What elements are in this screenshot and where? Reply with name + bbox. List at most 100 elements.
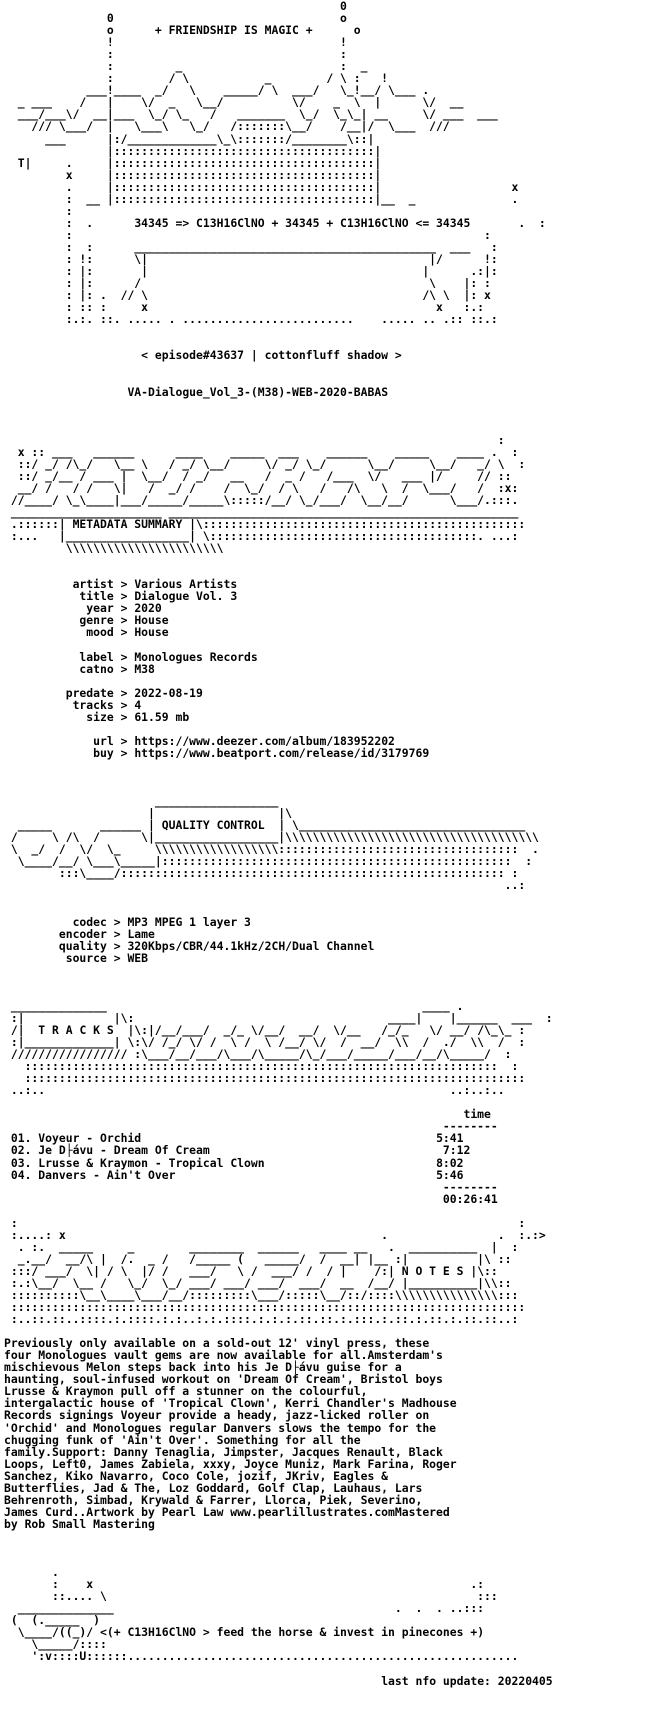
art-line: __/ / / / \| / _/ / / \_/ / \ / /\ \ / \…: [4, 480, 519, 495]
meta-row: genre > House: [4, 613, 169, 628]
art-line: [4, 904, 553, 916]
notes-line: haunting, soul-infused workout on 'Dream…: [4, 1372, 443, 1387]
art-line: [4, 964, 553, 976]
art-line: ::::::::::::::::::::::::::::::::::::::::…: [4, 1059, 519, 1074]
art-line: [4, 976, 553, 988]
art-line: 00:26:41: [4, 1193, 553, 1205]
formula-text: 34345 => C13H16ClNO + 34345 + C13H16ClNO…: [134, 215, 471, 230]
art-line: x |:::::::::::::::::::::::::::::::::::::…: [4, 167, 382, 182]
nfo-document: 0 0 o o + FRIENDSHIP IS MAGIC + o ! ! :: [4, 0, 553, 1687]
art-line: : :: [4, 47, 347, 62]
footer-line: \____/((_)/ <(+ C13H16ClNO > feed the ho…: [4, 1625, 485, 1640]
meta-buy: https://www.beatport.com/release/id/3179…: [134, 745, 430, 760]
art-line: [4, 361, 553, 373]
meta-catno: M38: [134, 661, 155, 676]
meta-artist: Various Artists: [134, 577, 238, 592]
art-line: [4, 638, 553, 650]
art-line: \ _/ / \/ \_ \\\\\\\\\\\\\\\\\\:::::::::…: [4, 842, 539, 857]
track-row: 02. Je D├ávu - Dream Of Cream 7:12: [4, 1144, 553, 1156]
art-line: ! !: [4, 35, 347, 50]
art-line: :..::.::..::::.:.::::.:.:..:.:.::::.:.:.…: [4, 1312, 519, 1327]
last-update: last nfo update: 20220405: [381, 1673, 553, 1688]
tracks-time-header: time: [463, 1107, 491, 1122]
track-1-name: Voyeur - Orchid: [38, 1131, 142, 1146]
art-line: : :: : x x :.:: [4, 300, 485, 315]
art-line: __________________: [4, 794, 279, 809]
meta-row: year > 2020: [4, 601, 162, 616]
art-line: : _ : _: [4, 59, 368, 74]
art-line: ':v::::U::::::..........................…: [4, 1649, 519, 1664]
art-line: < episode#43637 | cottonfluff shadow >: [4, 349, 553, 361]
art-line: ::.... \ :::: [4, 1589, 498, 1604]
art-line: : |: | | .:|:: [4, 264, 498, 279]
art-line: /// \___/ | \___\ \_/ /:::::::\__/ /__|/…: [4, 119, 450, 134]
art-line: : |: . // \ /\ \ |: x: [4, 288, 491, 303]
art-line: [4, 410, 553, 422]
art-line: ::/ _/__ / ___ | \__/ / _/ __ / _ / /___…: [4, 468, 512, 483]
meta-genre: House: [134, 613, 169, 628]
quality-row: quality > 320Kbps/CBR/44.1kHz/2CH/Dual C…: [4, 938, 375, 953]
art-line: : |: / \ |: :: [4, 276, 491, 291]
track-1-number: 01.: [10, 1131, 32, 1146]
art-line: [4, 759, 553, 771]
tracks-total: 00:26:41: [442, 1191, 498, 1206]
meta-label: Monologues Records: [134, 649, 258, 664]
footer-tagline: <(+ C13H16ClNO > feed the horse & invest…: [100, 1625, 485, 1640]
quality-source: WEB: [127, 950, 149, 965]
track-3-time: 8:02: [436, 1155, 464, 1170]
quality-encoder: Lame: [127, 926, 155, 941]
meta-size: 61.59 mb: [134, 709, 190, 724]
art-line: .: [4, 1565, 59, 1580]
art-line: .::::::| METADATA SUMMARY |\::::::::::::…: [4, 517, 526, 532]
art-line: :... |__________________| \:::::::::::::…: [4, 529, 519, 544]
art-line: _ ___ / | \/ _ \__/ \/ _ \ | \/ __: [4, 95, 464, 110]
art-line: [4, 422, 553, 434]
notes-line: mischievous Melon steps back into his Je…: [4, 1360, 402, 1375]
art-line: 0: [4, 0, 347, 13]
quality-quality: 320Kbps/CBR/44.1kHz/2CH/Dual Channel: [127, 938, 375, 953]
art-line: : / \ _ / \ : !: [4, 71, 389, 86]
notes-line: 'Orchid' and Monologues regular Danvers …: [4, 1420, 437, 1435]
art-line: o + FRIENDSHIP IS MAGIC + o: [4, 23, 361, 38]
release-name: VA-Dialogue_Vol_3-(M38)-WEB-2020-BABAS: [127, 384, 389, 399]
track-4-name: Danvers - Ain't Over: [38, 1167, 176, 1182]
art-line: |::::::::::::::::::::::::::::::::::::::|: [4, 143, 382, 158]
art-line: :....: x . . :.:>: [4, 1227, 546, 1242]
track-2-number: 02.: [10, 1143, 32, 1158]
art-line: ..:.. ..:..:..: [4, 1083, 505, 1098]
art-line: [4, 1530, 553, 1542]
art-line: :::/ ___/ \| / \ |/ / ___/ \ / ___/ / / …: [4, 1263, 498, 1278]
art-line: --------: [4, 1179, 498, 1194]
footer-line: last nfo update: 20220405: [4, 1673, 553, 1688]
track-2-name: Je D├ávu - Dream Of Cream: [38, 1143, 210, 1158]
art-line: [4, 554, 553, 566]
notes-line: Behrenroth, Simbad, Krywald & Farrer, Ll…: [4, 1492, 423, 1507]
track-1-time: 5:41: [436, 1131, 464, 1146]
meta-title: Dialogue Vol. 3: [134, 589, 238, 604]
art-line: //____/ \_\____|___/_____/_____\:::::/__…: [4, 492, 519, 507]
metadata-heading: METADATA SUMMARY: [72, 517, 183, 532]
notes-line: Lrusse & Kraymon pull off a stunner on t…: [4, 1384, 368, 1399]
meta-mood: House: [134, 625, 169, 640]
art-line: time: [4, 1108, 553, 1120]
quality-row: source > WEB: [4, 950, 149, 965]
meta-year: 2020: [134, 601, 162, 616]
art-line: VA-Dialogue_Vol_3-(M38)-WEB-2020-BABAS: [4, 384, 553, 399]
notes-line: Loops, Left0, James Zabiela, xxxy, Joyce…: [4, 1456, 457, 1471]
notes-line: by Rob Small Mastering: [4, 1516, 155, 1531]
art-line: ::::::::::::::::::::::::::::::::::::::::…: [4, 1300, 526, 1315]
art-line: ::::::::::::::::::::::::::::::::::::::::…: [4, 1071, 526, 1086]
art-line: ::::::::::\__\____\___/__/:::::::::\___/…: [4, 1288, 519, 1303]
art-line: : :: [4, 227, 491, 242]
track-row: 01. Voyeur - Orchid 5:41: [4, 1132, 553, 1144]
meta-row: tracks > 4: [4, 697, 142, 712]
art-line: [4, 325, 553, 337]
art-line: [4, 891, 553, 903]
art-line: ______________ . . . ..:::: [4, 1601, 485, 1616]
art-line: . |:::::::::::::::::::::::::::::::::::::…: [4, 179, 519, 194]
track-2-time: 7:12: [442, 1143, 471, 1158]
art-line: ___!____ _/ \ _____/ \ ___/ \_!__/ \___ …: [4, 83, 430, 98]
art-line: : x .:: [4, 1577, 485, 1592]
meta-tracks: 4: [134, 697, 142, 712]
track-row: 04. Danvers - Ain't Over 5:46: [4, 1169, 553, 1181]
